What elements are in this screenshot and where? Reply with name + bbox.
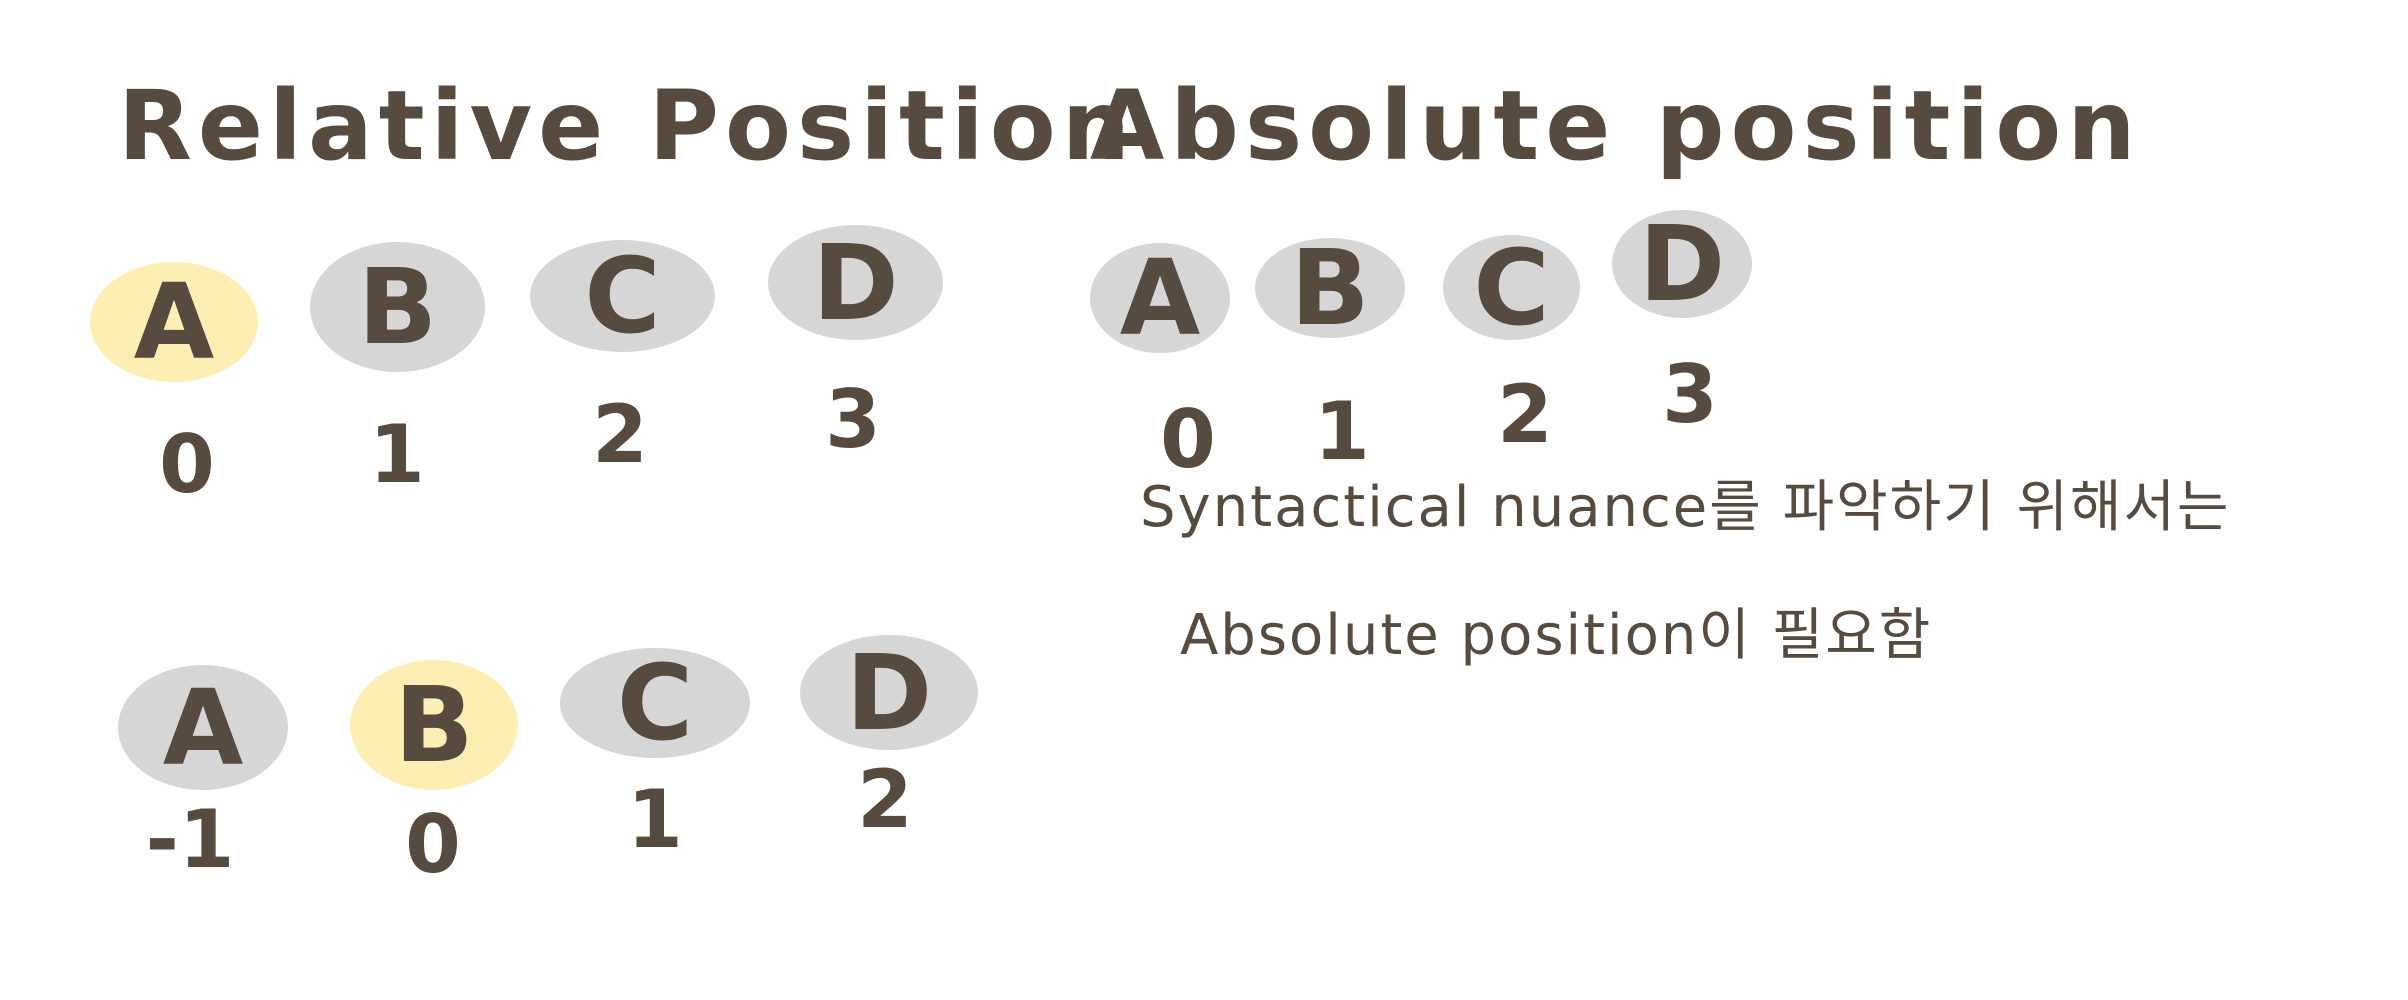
relative-row1-index-d: 3 — [825, 373, 881, 466]
note-line-1: Syntactical nuance를 파악하기 위해서는 — [1140, 475, 2231, 540]
absolute-index-a: 0 — [1160, 393, 1216, 486]
absolute-index-b: 1 — [1314, 385, 1370, 478]
relative-row1-token-a: A — [90, 261, 258, 383]
relative-row1-index-c: 2 — [592, 388, 648, 481]
relative-row1-token-c: C — [530, 235, 715, 357]
relative-row2-index-b: 0 — [405, 798, 461, 891]
absolute-token-c: C — [1443, 227, 1580, 349]
relative-position-title: Relative Position — [118, 70, 1137, 182]
relative-row2-token-b: B — [350, 660, 518, 790]
relative-row1-index-b: 1 — [369, 408, 425, 501]
relative-row1-token-d: D — [768, 222, 943, 344]
relative-row2-token-c: C — [560, 642, 750, 764]
absolute-index-c: 2 — [1497, 368, 1553, 461]
relative-row2-token-d: D — [800, 632, 978, 754]
absolute-index-d: 3 — [1662, 348, 1718, 441]
relative-row2-index-a: -1 — [145, 793, 235, 886]
absolute-token-a: A — [1090, 237, 1230, 359]
relative-row1-index-a: 0 — [159, 418, 215, 511]
relative-row2-index-d: 2 — [857, 753, 913, 846]
absolute-position-title: Absolute position — [1090, 70, 2142, 182]
relative-row1-token-b: B — [310, 242, 485, 372]
absolute-token-b: B — [1255, 227, 1405, 349]
relative-row2-index-c: 1 — [627, 773, 683, 866]
absolute-token-d: D — [1612, 203, 1752, 325]
relative-row2-token-a: A — [118, 665, 288, 790]
note-line-2: Absolute position이 필요함 — [1180, 603, 1933, 668]
